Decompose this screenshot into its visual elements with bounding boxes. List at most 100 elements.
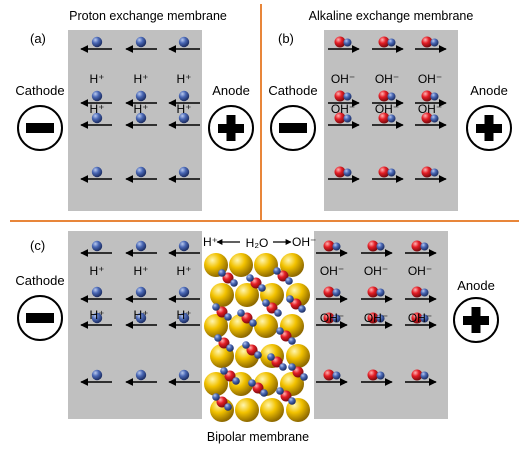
proton-label: H⁺ [177, 308, 192, 322]
hydroxide-ion [411, 312, 429, 324]
water-molecule [276, 327, 296, 345]
water-molecule [262, 299, 282, 317]
proton-label: H⁺ [134, 72, 149, 86]
proton-label: H⁺ [90, 308, 105, 322]
hydroxide-ion [411, 369, 429, 381]
proton [91, 312, 103, 324]
catalyst-particle [235, 283, 259, 307]
water-molecule [237, 309, 257, 327]
hydroxide-label: OH⁻ [418, 102, 442, 116]
hydroxide-ion [367, 286, 385, 298]
proton [91, 36, 103, 48]
proton [135, 312, 147, 324]
proton-label: H⁺ [177, 72, 192, 86]
catalyst-particle [235, 398, 259, 422]
proton [178, 166, 190, 178]
hydroxide-ion [378, 36, 396, 48]
hydroxide-label: OH⁻ [408, 311, 432, 325]
catalyst-particle [280, 253, 304, 277]
catalyst-particle [254, 314, 278, 338]
proton [178, 90, 190, 102]
proton [135, 286, 147, 298]
panel-a-anode-label: Anode [212, 83, 250, 98]
catalyst-particle [204, 372, 228, 396]
panel-a-letter: (a) [30, 31, 46, 46]
hydroxide-label: OH⁻ [320, 311, 344, 325]
proton [91, 90, 103, 102]
hydroxide-label: OH⁻ [418, 72, 442, 86]
water-molecule [214, 334, 234, 352]
water-molecule [212, 393, 232, 411]
hydroxide-ion [334, 90, 352, 102]
hydroxide-ion [421, 36, 439, 48]
water-molecule [246, 274, 266, 292]
hydroxide-ion [421, 112, 439, 124]
catalyst-particle [280, 372, 304, 396]
proton [91, 369, 103, 381]
hydroxide-ion [323, 286, 341, 298]
panel-b-anode-plus-icon [466, 105, 512, 151]
panel-a-cathode-minus-icon [17, 105, 63, 151]
proton-label: H⁺ [90, 72, 105, 86]
catalyst-particle [286, 344, 310, 368]
panel-c-cathode-label: Cathode [15, 273, 64, 288]
catalyst-particle [229, 253, 253, 277]
panel-c-anode-label: Anode [457, 278, 495, 293]
proton-label: H⁺ [134, 308, 149, 322]
hydroxide-ion [411, 286, 429, 298]
proton [178, 369, 190, 381]
junction-water-label: H₂O [246, 236, 269, 250]
proton [135, 112, 147, 124]
panel-b-letter: (b) [278, 31, 294, 46]
hydroxide-ion [378, 90, 396, 102]
water-molecule [286, 295, 306, 313]
water-molecule [273, 267, 293, 285]
water-molecule [242, 341, 262, 359]
catalyst-particle [260, 398, 284, 422]
hydroxide-ion [367, 369, 385, 381]
proton-label: H⁺ [177, 264, 192, 278]
proton [91, 286, 103, 298]
proton [178, 112, 190, 124]
hydroxide-label: OH⁻ [375, 72, 399, 86]
hydroxide-label: OH⁻ [408, 264, 432, 278]
proton-label: H⁺ [177, 102, 192, 116]
hydroxide-ion [367, 312, 385, 324]
hydroxide-ion [421, 166, 439, 178]
hydroxide-ion [323, 369, 341, 381]
proton [135, 166, 147, 178]
proton-label: H⁺ [90, 102, 105, 116]
hydroxide-ion [334, 112, 352, 124]
water-molecule [218, 269, 238, 287]
panel-a-anode-plus-icon [208, 105, 254, 151]
water-molecule [248, 379, 268, 397]
panel-c-letter: (c) [30, 238, 45, 253]
panel-b-title: Alkaline exchange membrane [309, 9, 474, 23]
panel-b-cathode-label: Cathode [268, 83, 317, 98]
hydroxide-ion [367, 240, 385, 252]
hydroxide-label: OH⁻ [331, 72, 355, 86]
hydroxide-ion [411, 240, 429, 252]
hydroxide-ion [323, 240, 341, 252]
junction-hydroxide-label: OH⁻ [292, 235, 316, 249]
proton [178, 240, 190, 252]
panel-c-title: Bipolar membrane [207, 430, 309, 444]
proton [91, 112, 103, 124]
hydroxide-ion [334, 36, 352, 48]
proton-label: H⁺ [134, 102, 149, 116]
proton-label: H⁺ [90, 264, 105, 278]
proton [178, 286, 190, 298]
panel-c-anode-plus-icon [453, 297, 499, 343]
hydroxide-ion [334, 166, 352, 178]
proton [135, 36, 147, 48]
hydroxide-label: OH⁻ [331, 102, 355, 116]
proton [178, 312, 190, 324]
hydroxide-label: OH⁻ [364, 311, 388, 325]
panel-b-cathode-minus-icon [270, 105, 316, 151]
water-molecule [267, 353, 287, 371]
proton [91, 240, 103, 252]
panel-b-anode-label: Anode [470, 83, 508, 98]
junction-proton-label: H⁺ [203, 235, 218, 249]
hydroxide-label: OH⁻ [364, 264, 388, 278]
